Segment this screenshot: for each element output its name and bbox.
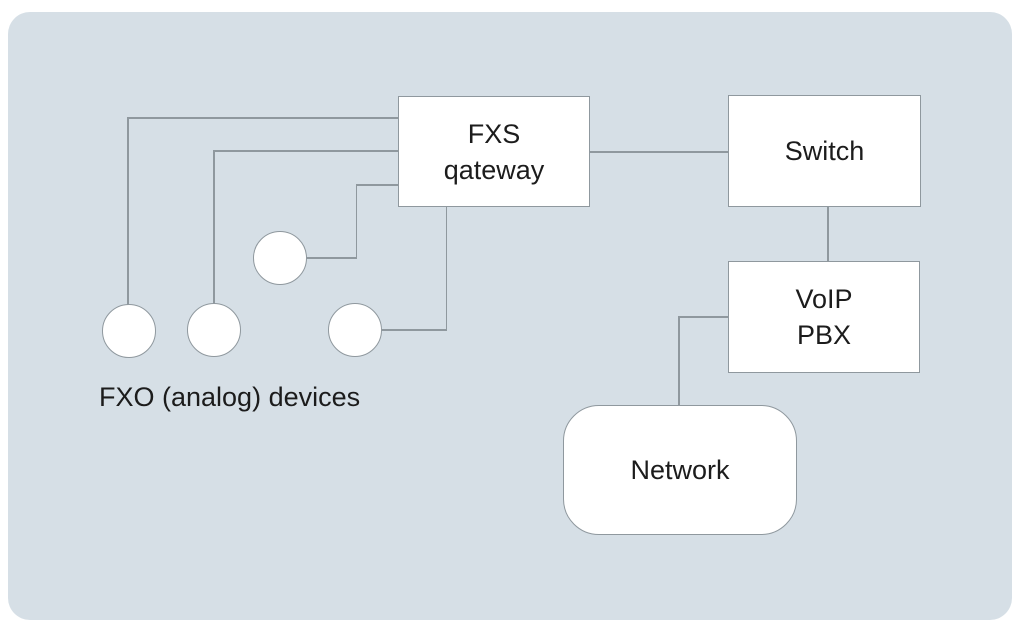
connector-fxo1-horizontal [127, 117, 398, 119]
node-network: Network [563, 405, 797, 535]
connector-fxo4-horizontal [382, 329, 447, 331]
connector-network-pbx-horizontal [678, 316, 728, 318]
fxo-device-circle-3 [253, 231, 307, 285]
connector-fxo3-horizontal-upper [355, 184, 399, 186]
connector-fxo3-horizontal-lower [306, 257, 357, 259]
node-switch: Switch [728, 95, 921, 207]
connector-fxo1-vertical [127, 117, 129, 305]
fxo-device-circle-1 [102, 304, 156, 358]
connector-fxo2-horizontal [213, 150, 398, 152]
node-voip-pbx-label: VoIP PBX [795, 284, 853, 350]
node-fxs-gateway-label: FXS qateway [443, 118, 545, 185]
fxo-devices-caption: FXO (analog) devices [99, 382, 361, 412]
fxo-device-circle-4 [328, 303, 382, 357]
connector-gateway-switch [590, 151, 728, 153]
connector-switch-pbx [827, 207, 829, 261]
connector-fxo3-vertical [355, 184, 357, 259]
connector-fxo2-vertical [213, 150, 215, 304]
node-switch-label: Switch [784, 136, 865, 166]
connector-fxo4-vertical [445, 207, 447, 331]
connector-network-pbx-vertical [678, 316, 680, 405]
node-fxs-gateway: FXS qateway [398, 96, 590, 207]
fxo-device-circle-2 [187, 303, 241, 357]
node-voip-pbx: VoIP PBX [728, 261, 920, 373]
node-network-label: Network [630, 455, 730, 485]
